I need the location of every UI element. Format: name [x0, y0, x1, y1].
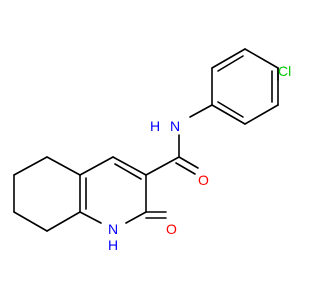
bond: [145, 156, 180, 176]
bond: [244, 48, 279, 69]
bond: [175, 162, 196, 175]
bond: [13, 211, 48, 232]
ring-nitrogen-label: N: [108, 221, 118, 237]
bond: [112, 156, 147, 176]
bond: [211, 104, 246, 125]
bond: [79, 211, 102, 224]
bond: [244, 104, 279, 125]
bond: [217, 101, 244, 118]
bond: [178, 156, 199, 169]
bond: [79, 156, 114, 176]
amide-nitrogen-h-label: H: [150, 118, 160, 134]
molecule-canvas: Cl H N O N H O: [13, 48, 291, 253]
bond: [46, 211, 81, 232]
molecule-structure: Cl H N O N H O: [13, 48, 291, 253]
bond: [46, 156, 81, 176]
ring-nitrogen-h-label: H: [108, 237, 118, 253]
bond: [189, 104, 213, 118]
ring-oxygen-label: O: [166, 221, 177, 237]
bond: [211, 48, 246, 69]
bond: [13, 156, 48, 176]
bond: [114, 163, 142, 180]
bond: [217, 55, 244, 72]
chlorine-label: Cl: [278, 63, 291, 79]
amide-nitrogen-label: N: [170, 118, 180, 134]
bond: [125, 211, 147, 224]
carbonyl-oxygen-label: O: [198, 172, 209, 188]
